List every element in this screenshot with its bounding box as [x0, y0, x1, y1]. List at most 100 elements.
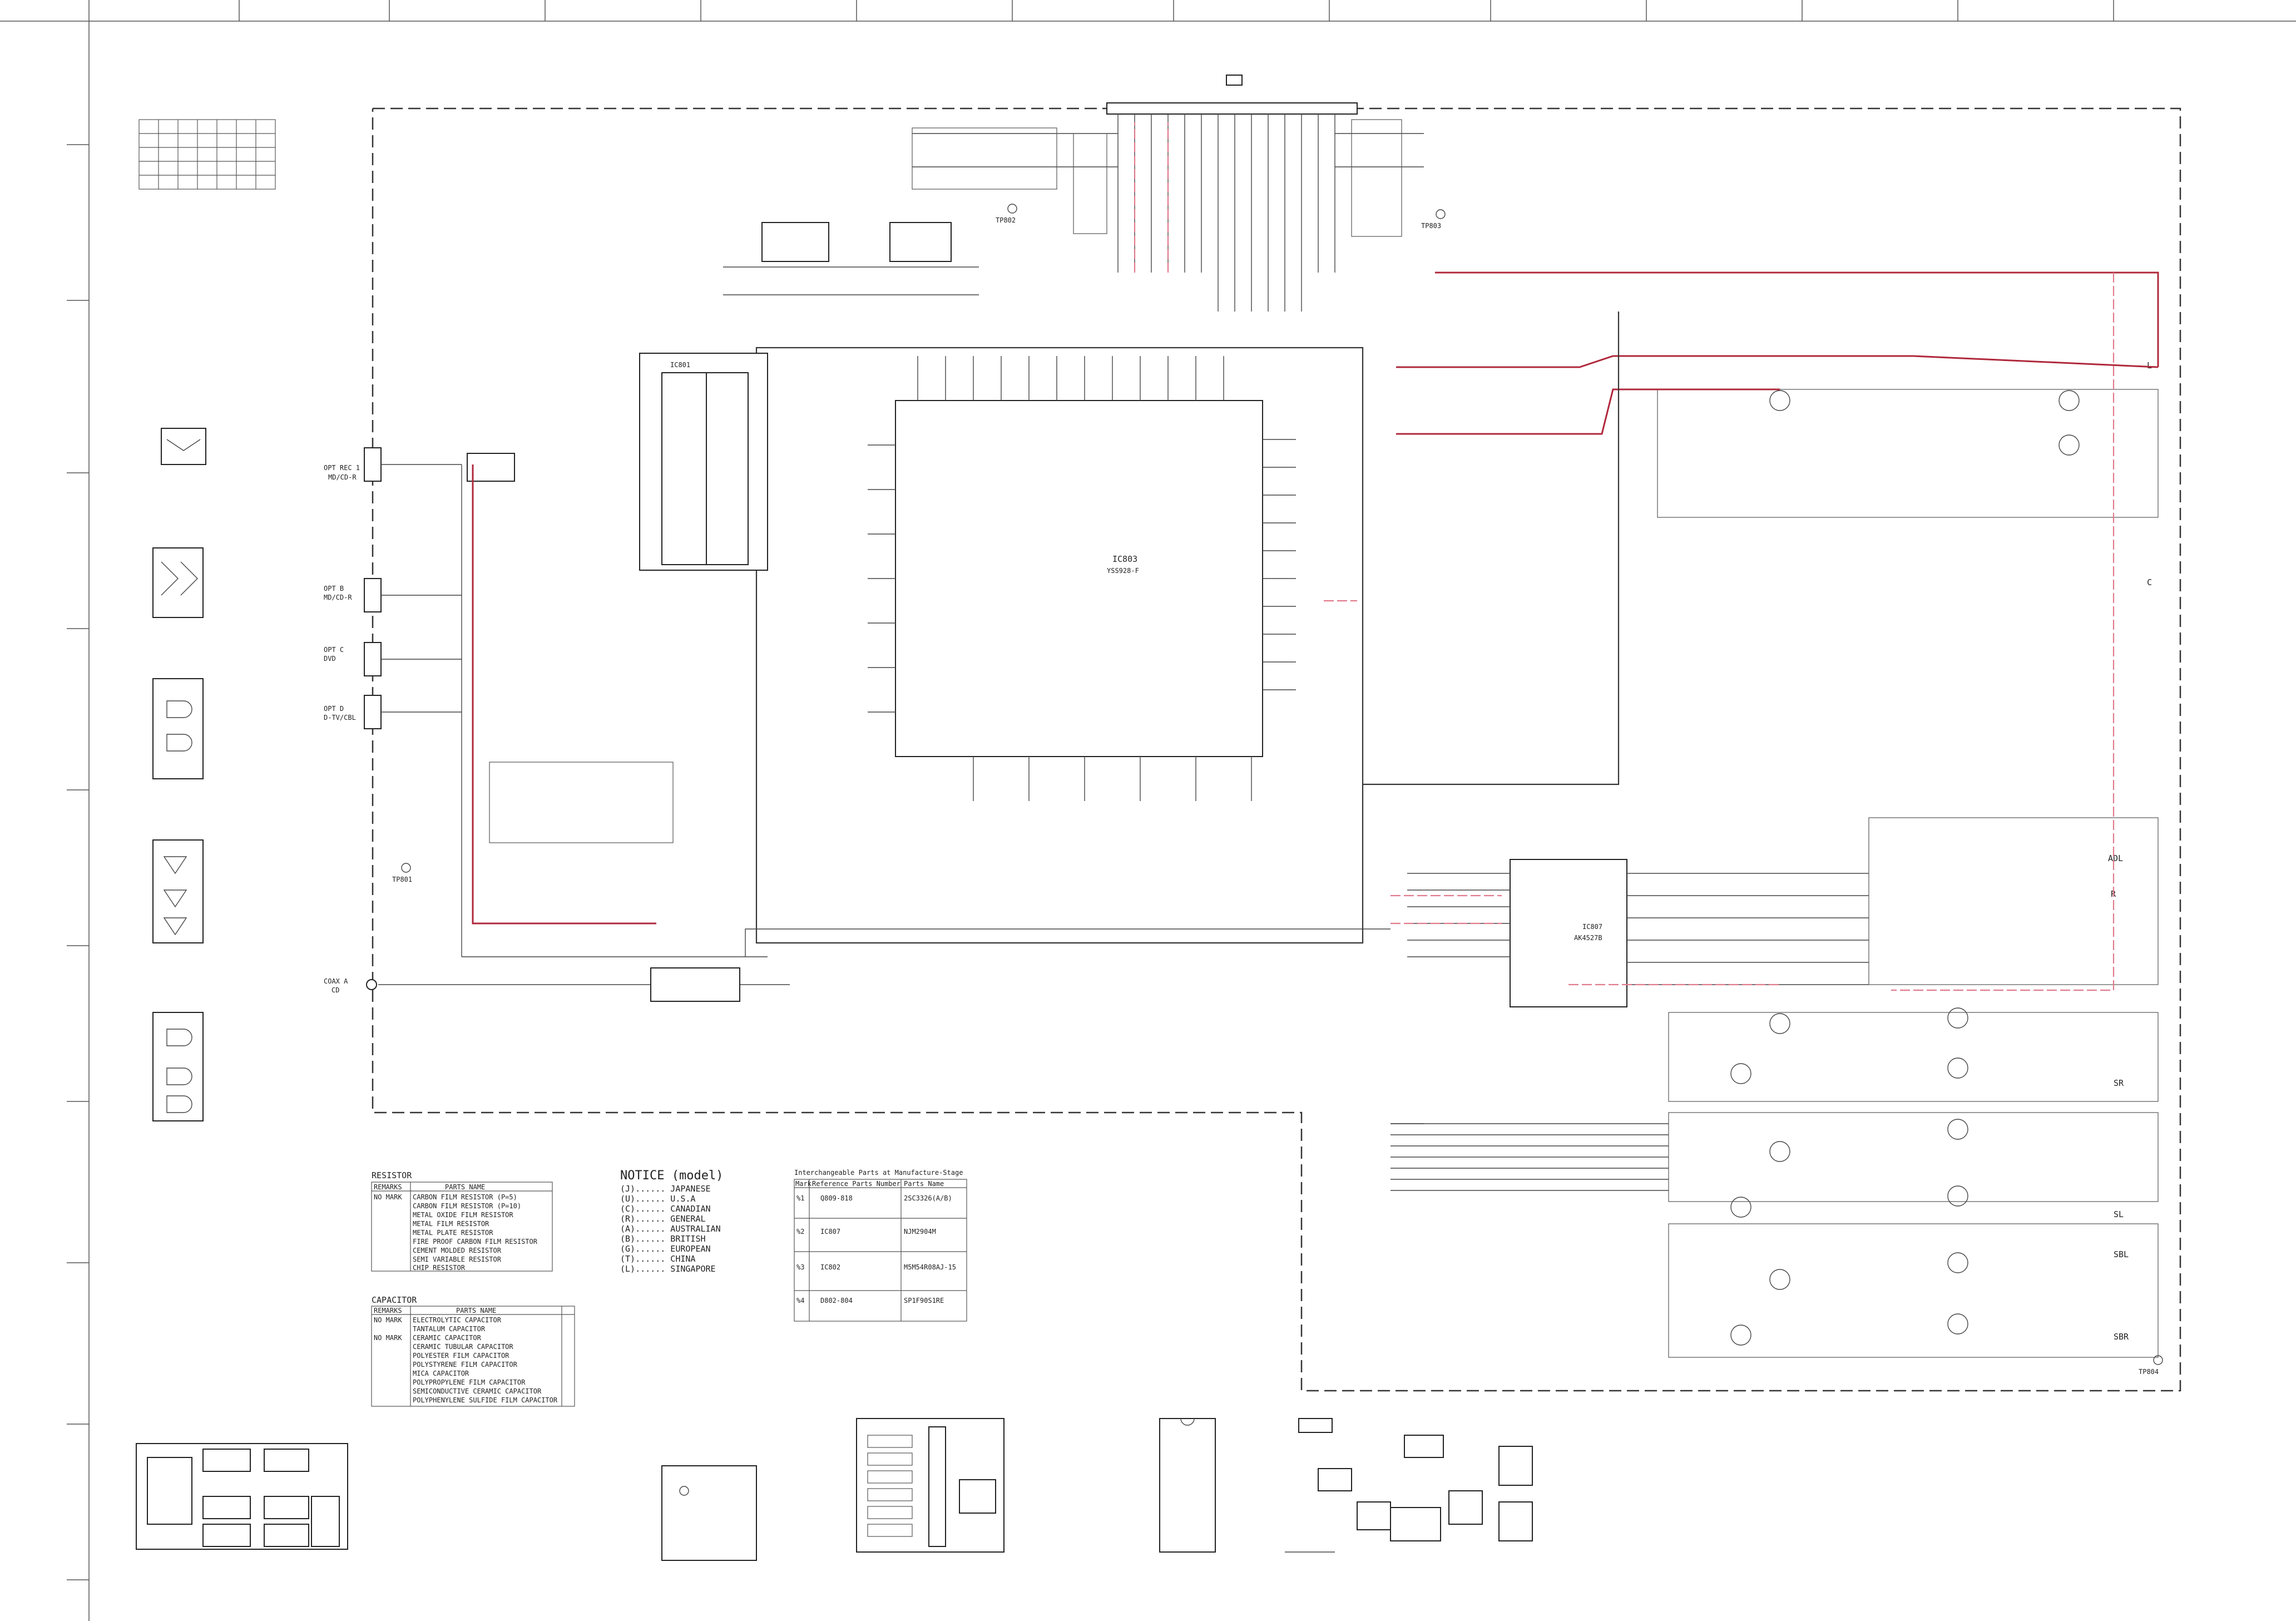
svg-text:Reference Parts Number: Reference Parts Number — [812, 1180, 900, 1188]
svg-text:PARTS NAME: PARTS NAME — [445, 1183, 485, 1191]
input-label-opt-d: OPT D — [324, 705, 344, 713]
block-diagram-qfp — [661, 1465, 757, 1561]
svg-text:REMARKS: REMARKS — [374, 1183, 402, 1191]
block-diagram-mux — [856, 1418, 1004, 1553]
svg-text:M5M54R08AJ-15: M5M54R08AJ-15 — [904, 1263, 956, 1271]
output-label-c: C — [2147, 577, 2152, 587]
input-label-coax: COAX A — [324, 977, 348, 985]
svg-text:NO MARK: NO MARK — [374, 1334, 402, 1342]
svg-text:POLYPHENYLENE SULFIDE FILM CAP: POLYPHENYLENE SULFIDE FILM CAPACITOR — [413, 1396, 558, 1404]
svg-text:CARBON FILM RESISTOR (P=10): CARBON FILM RESISTOR (P=10) — [413, 1202, 521, 1210]
svg-text:2SC3326(A/B): 2SC3326(A/B) — [904, 1194, 952, 1202]
svg-text:Q809-818: Q809-818 — [820, 1194, 853, 1202]
svg-text:IC802: IC802 — [820, 1263, 840, 1271]
svg-text:SEMICONDUCTIVE CERAMIC CAPACIT: SEMICONDUCTIVE CERAMIC CAPACITOR — [413, 1387, 542, 1395]
svg-text:CD: CD — [331, 986, 339, 994]
svg-text:(G)...... EUROPEAN: (G)...... EUROPEAN — [620, 1244, 711, 1254]
svg-text:%2: %2 — [796, 1228, 804, 1235]
capacitor-legend-title: CAPACITOR — [372, 1295, 417, 1305]
signal-trace-pink — [1134, 122, 2115, 991]
interchange-table: Interchangeable Parts at Manufacture-Sta… — [794, 1169, 967, 1322]
ic807-ref: IC807 — [1582, 923, 1602, 931]
svg-text:METAL FILM RESISTOR: METAL FILM RESISTOR — [413, 1220, 489, 1228]
svg-text:NO MARK: NO MARK — [374, 1193, 402, 1201]
board-outline — [372, 107, 2181, 1392]
svg-text:SEMI VARIABLE RESISTOR: SEMI VARIABLE RESISTOR — [413, 1256, 502, 1263]
svg-text:TANTALUM CAPACITOR: TANTALUM CAPACITOR — [413, 1325, 486, 1333]
svg-text:(T)...... CHINA: (T)...... CHINA — [620, 1254, 695, 1264]
ic807-part: AK4527B — [1574, 934, 1602, 942]
notice-title: NOTICE (model) — [620, 1169, 723, 1183]
svg-text:%3: %3 — [796, 1263, 804, 1271]
svg-text:MICA CAPACITOR: MICA CAPACITOR — [413, 1370, 469, 1377]
svg-text:Parts Name: Parts Name — [904, 1180, 944, 1188]
svg-text:CARBON FILM RESISTOR (P=5): CARBON FILM RESISTOR (P=5) — [413, 1193, 517, 1201]
test-point-tp804: TP804 — [2139, 1368, 2159, 1376]
output-label-sbr: SBR — [2114, 1332, 2129, 1342]
svg-text:CERAMIC CAPACITOR: CERAMIC CAPACITOR — [413, 1334, 482, 1342]
svg-text:NO MARK: NO MARK — [374, 1316, 402, 1324]
svg-text:METAL PLATE RESISTOR: METAL PLATE RESISTOR — [413, 1229, 493, 1237]
svg-text:FIRE PROOF CARBON FILM RESISTO: FIRE PROOF CARBON FILM RESISTOR — [413, 1238, 538, 1246]
output-label-l: L — [2147, 360, 2152, 370]
svg-text:D-TV/CBL: D-TV/CBL — [324, 714, 356, 721]
block-diagram-dip — [1159, 1418, 1216, 1553]
interchange-title: Interchangeable Parts at Manufacture-Sta… — [794, 1169, 963, 1177]
svg-text:(A)...... AUSTRALIAN: (A)...... AUSTRALIAN — [620, 1224, 721, 1234]
regulator-block — [723, 222, 979, 295]
capacitor-legend: CAPACITOR REMARKS PARTS NAME NO MARK ELE… — [371, 1295, 575, 1407]
output-label-adl: ADL — [2108, 853, 2123, 863]
input-section: OPT REC 1 MD/CD-R OPT B MD/CD-R OPT C DV… — [324, 447, 790, 1002]
svg-text:METAL OXIDE FILM RESISTOR: METAL OXIDE FILM RESISTOR — [413, 1211, 513, 1219]
output-label-sl: SL — [2114, 1209, 2124, 1219]
output-label-sr: SR — [2114, 1078, 2124, 1088]
svg-text:%4: %4 — [796, 1297, 804, 1304]
block-diagram-dac — [1285, 1418, 1533, 1553]
svg-text:(L)...... SINGAPORE: (L)...... SINGAPORE — [620, 1264, 716, 1274]
svg-text:ELECTROLYTIC CAPACITOR: ELECTROLYTIC CAPACITOR — [413, 1316, 502, 1324]
svg-text:IC807: IC807 — [820, 1228, 840, 1235]
svg-text:NJM2904M: NJM2904M — [904, 1228, 936, 1235]
signal-bus-red — [472, 271, 2159, 925]
test-point-tp803: TP803 — [1421, 222, 1441, 230]
svg-text:PARTS NAME: PARTS NAME — [456, 1307, 496, 1314]
svg-text:(R)...... GENERAL: (R)...... GENERAL — [620, 1214, 706, 1224]
svg-text:CERAMIC TUBULAR CAPACITOR: CERAMIC TUBULAR CAPACITOR — [413, 1343, 513, 1351]
pin-table — [138, 119, 276, 190]
svg-text:POLYPROPYLENE FILM CAPACITOR: POLYPROPYLENE FILM CAPACITOR — [413, 1378, 526, 1386]
svg-text:(J)...... JAPANESE: (J)...... JAPANESE — [620, 1184, 711, 1194]
test-point-tp802: TP802 — [996, 216, 1016, 224]
svg-text:CEMENT MOLDED RESISTOR: CEMENT MOLDED RESISTOR — [413, 1247, 502, 1254]
ic801-ref: IC801 — [670, 361, 690, 369]
svg-text:(U)...... U.S.A: (U)...... U.S.A — [620, 1194, 695, 1204]
ic807-dac: IC807 AK4527B — [1407, 859, 1869, 1007]
ic803-ref: IC803 — [1112, 554, 1137, 564]
bottom-interconnect — [745, 312, 1669, 1191]
ic803-part: YSS928-F — [1107, 567, 1139, 575]
output-amp-stages: L C ADL R SR SL SBL SBR — [1657, 360, 2159, 1358]
output-label-sbl: SBL — [2114, 1249, 2129, 1259]
svg-text:POLYESTER FILM CAPACITOR: POLYESTER FILM CAPACITOR — [413, 1352, 509, 1360]
test-point-tp801: TP801 — [392, 876, 412, 883]
ic-outline-column — [152, 428, 206, 1121]
svg-text:REMARKS: REMARKS — [374, 1307, 402, 1314]
svg-text:(B)...... BRITISH: (B)...... BRITISH — [620, 1234, 706, 1244]
svg-text:POLYSTYRENE FILM CAPACITOR: POLYSTYRENE FILM CAPACITOR — [413, 1361, 518, 1368]
svg-text:MD/CD-R: MD/CD-R — [324, 594, 352, 601]
block-diagram-1 — [136, 1443, 348, 1550]
svg-text:Mark: Mark — [795, 1180, 812, 1188]
svg-text:%1: %1 — [796, 1194, 804, 1202]
svg-text:(C)...... CANADIAN: (C)...... CANADIAN — [620, 1204, 711, 1214]
ic803-dsp: IC803 YSS928-F — [868, 356, 1296, 801]
svg-text:D802-804: D802-804 — [820, 1297, 853, 1304]
input-label-opt-a: OPT REC 1 — [324, 464, 360, 472]
input-label-opt-c: OPT C — [324, 646, 344, 654]
resistor-legend: RESISTOR REMARKS PARTS NAME NO MARK CARB… — [371, 1170, 553, 1272]
notice-block: NOTICE (model) (J)...... JAPANESE (U)...… — [620, 1169, 723, 1274]
input-label-opt-b: OPT B — [324, 585, 344, 592]
resistor-legend-title: RESISTOR — [372, 1170, 412, 1180]
svg-text:SP1F90S1RE: SP1F90S1RE — [904, 1297, 944, 1304]
ic801-sram: IC801 — [661, 361, 749, 565]
top-connector — [912, 75, 1424, 312]
